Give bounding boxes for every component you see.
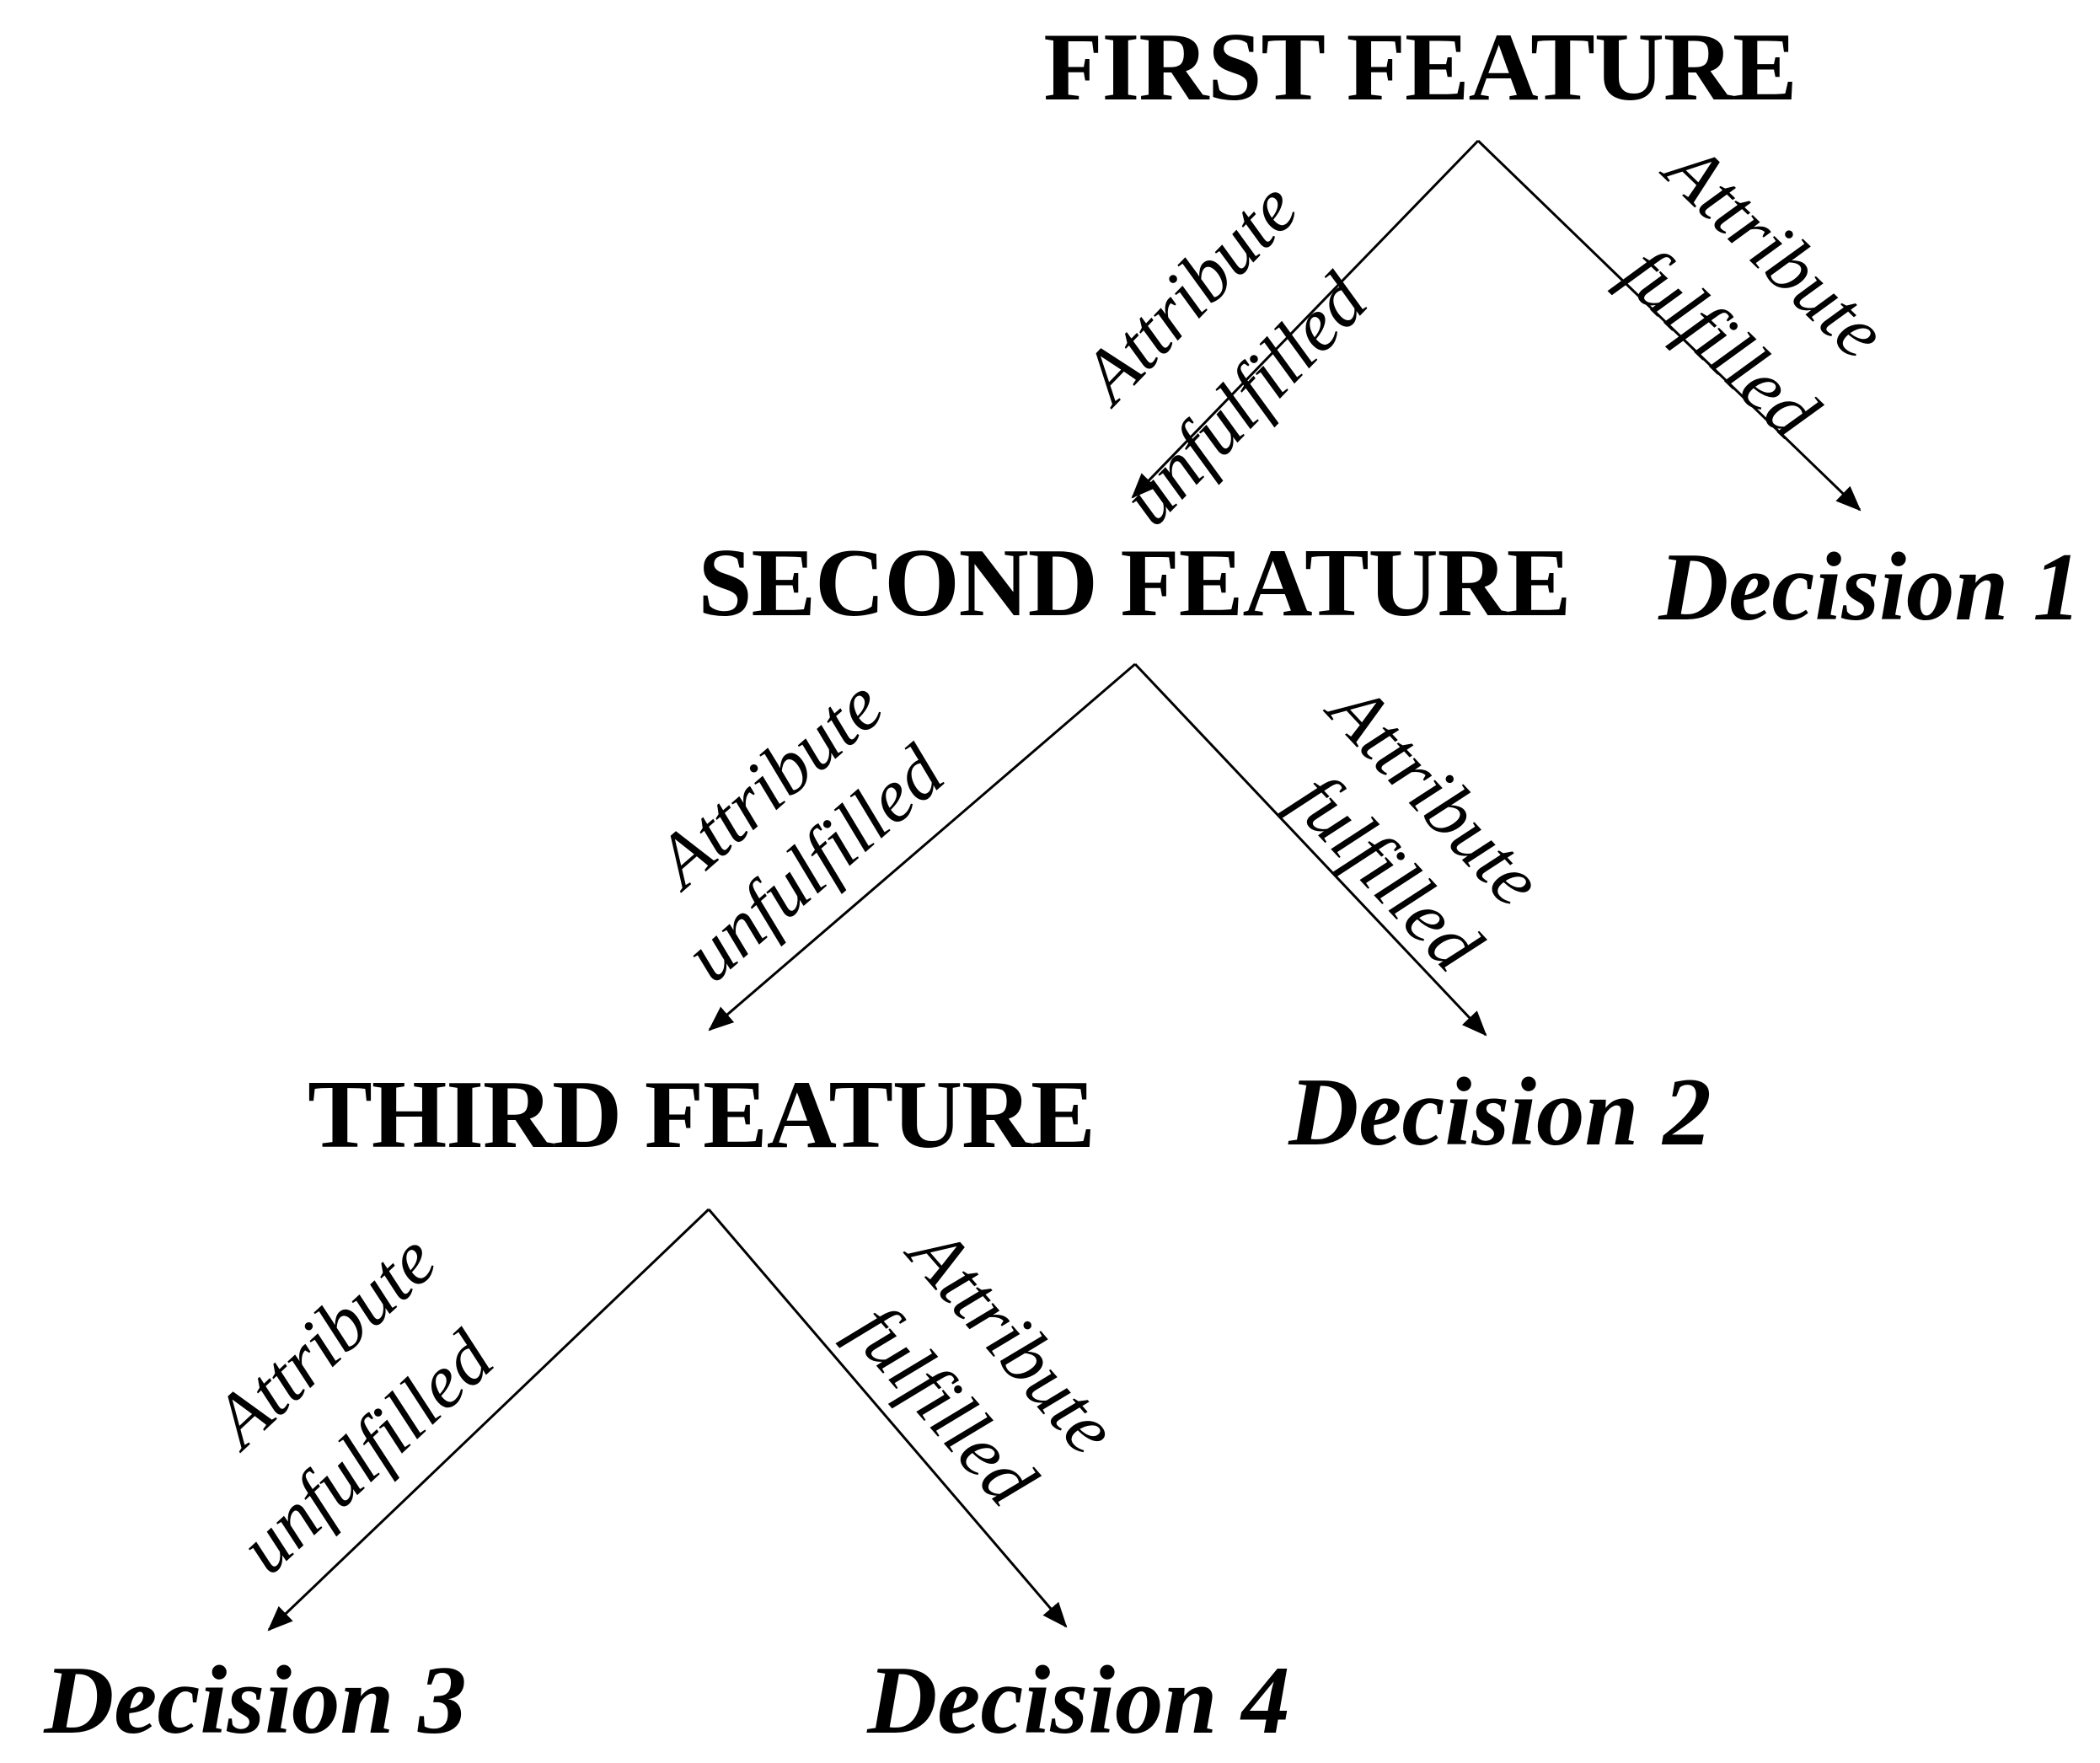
edge-first-to-second-line (1131, 139, 1480, 499)
edge-second-to-decision2-line (1133, 662, 1487, 1037)
node-third-feature: THIRD FEATURE (308, 1061, 1095, 1168)
node-first-feature: FIRST FEATURE (1043, 13, 1796, 121)
node-decision-4: Decision 4 (866, 1647, 1290, 1754)
edge-first-to-decision1-line (1476, 139, 1862, 512)
edge-third-to-decision4-line (707, 1208, 1068, 1628)
node-decision-2: Decision 2 (1288, 1058, 1712, 1166)
edge-second-to-third-line (708, 662, 1136, 1032)
edge-third-to-decision3-line (267, 1208, 710, 1632)
node-decision-1: Decision 1 (1658, 533, 2081, 640)
node-second-feature: SECOND FEATURE (699, 529, 1571, 636)
node-decision-3: Decision 3 (43, 1647, 467, 1754)
